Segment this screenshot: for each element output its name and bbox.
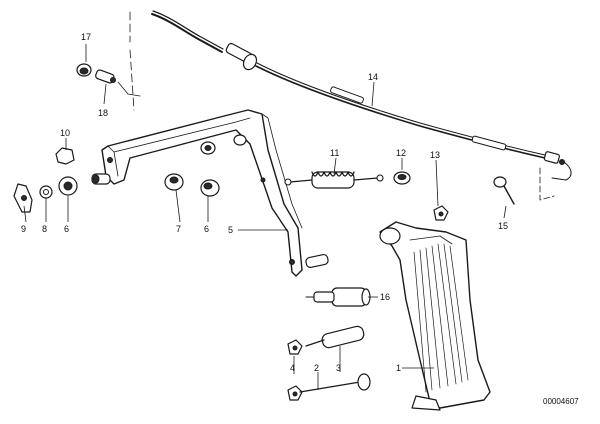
washer-8 [39, 185, 53, 199]
callout-2: 2 [314, 363, 319, 373]
drawing-code: 00004607 [543, 397, 579, 406]
clip-17 [76, 63, 92, 77]
callout-7: 7 [176, 224, 181, 234]
bracket-bushing-lower [305, 253, 329, 269]
rubber-buffer-12 [393, 171, 411, 185]
callout-6-right: 6 [204, 224, 209, 234]
bracket-bushing-upper [200, 134, 247, 155]
bushing-6-left [58, 176, 78, 196]
callout-9: 9 [21, 224, 26, 234]
clip-9 [13, 183, 33, 213]
callout-8: 8 [42, 224, 47, 234]
accelerator-pedal [379, 221, 491, 411]
callout-16: 16 [380, 292, 390, 302]
bracket-bushing-left [91, 173, 111, 185]
callout-10: 10 [60, 128, 70, 138]
nut-13 [433, 205, 449, 221]
callout-3: 3 [336, 363, 341, 373]
leader-lines [23, 44, 507, 390]
callout-6-left: 6 [64, 224, 69, 234]
pedal-bracket [101, 109, 303, 277]
bushing-18 [95, 69, 116, 84]
kickdown-switch [305, 287, 371, 307]
callout-numbers: 17 18 10 9 8 6 7 6 5 11 12 13 14 15 16 1… [21, 32, 508, 373]
guide-line [129, 11, 135, 111]
callout-18: 18 [98, 108, 108, 118]
bushing-7 [164, 173, 184, 191]
callout-1: 1 [396, 363, 401, 373]
nut-4 [287, 339, 303, 355]
adjusting-screw-2 [287, 373, 371, 401]
callout-13: 13 [430, 150, 440, 160]
callout-5: 5 [228, 225, 233, 235]
callout-11: 11 [330, 148, 339, 158]
return-spring [284, 171, 384, 189]
callout-17: 17 [81, 32, 91, 42]
throttle-cable [151, 10, 572, 181]
callout-4: 4 [290, 363, 295, 373]
cap-10 [55, 147, 75, 165]
bolt-15 [493, 176, 515, 205]
callout-12: 12 [396, 148, 406, 158]
stop-screw-3 [305, 325, 365, 349]
callout-15: 15 [498, 221, 508, 231]
callout-14: 14 [368, 72, 378, 82]
bushing-6-right [200, 179, 220, 197]
